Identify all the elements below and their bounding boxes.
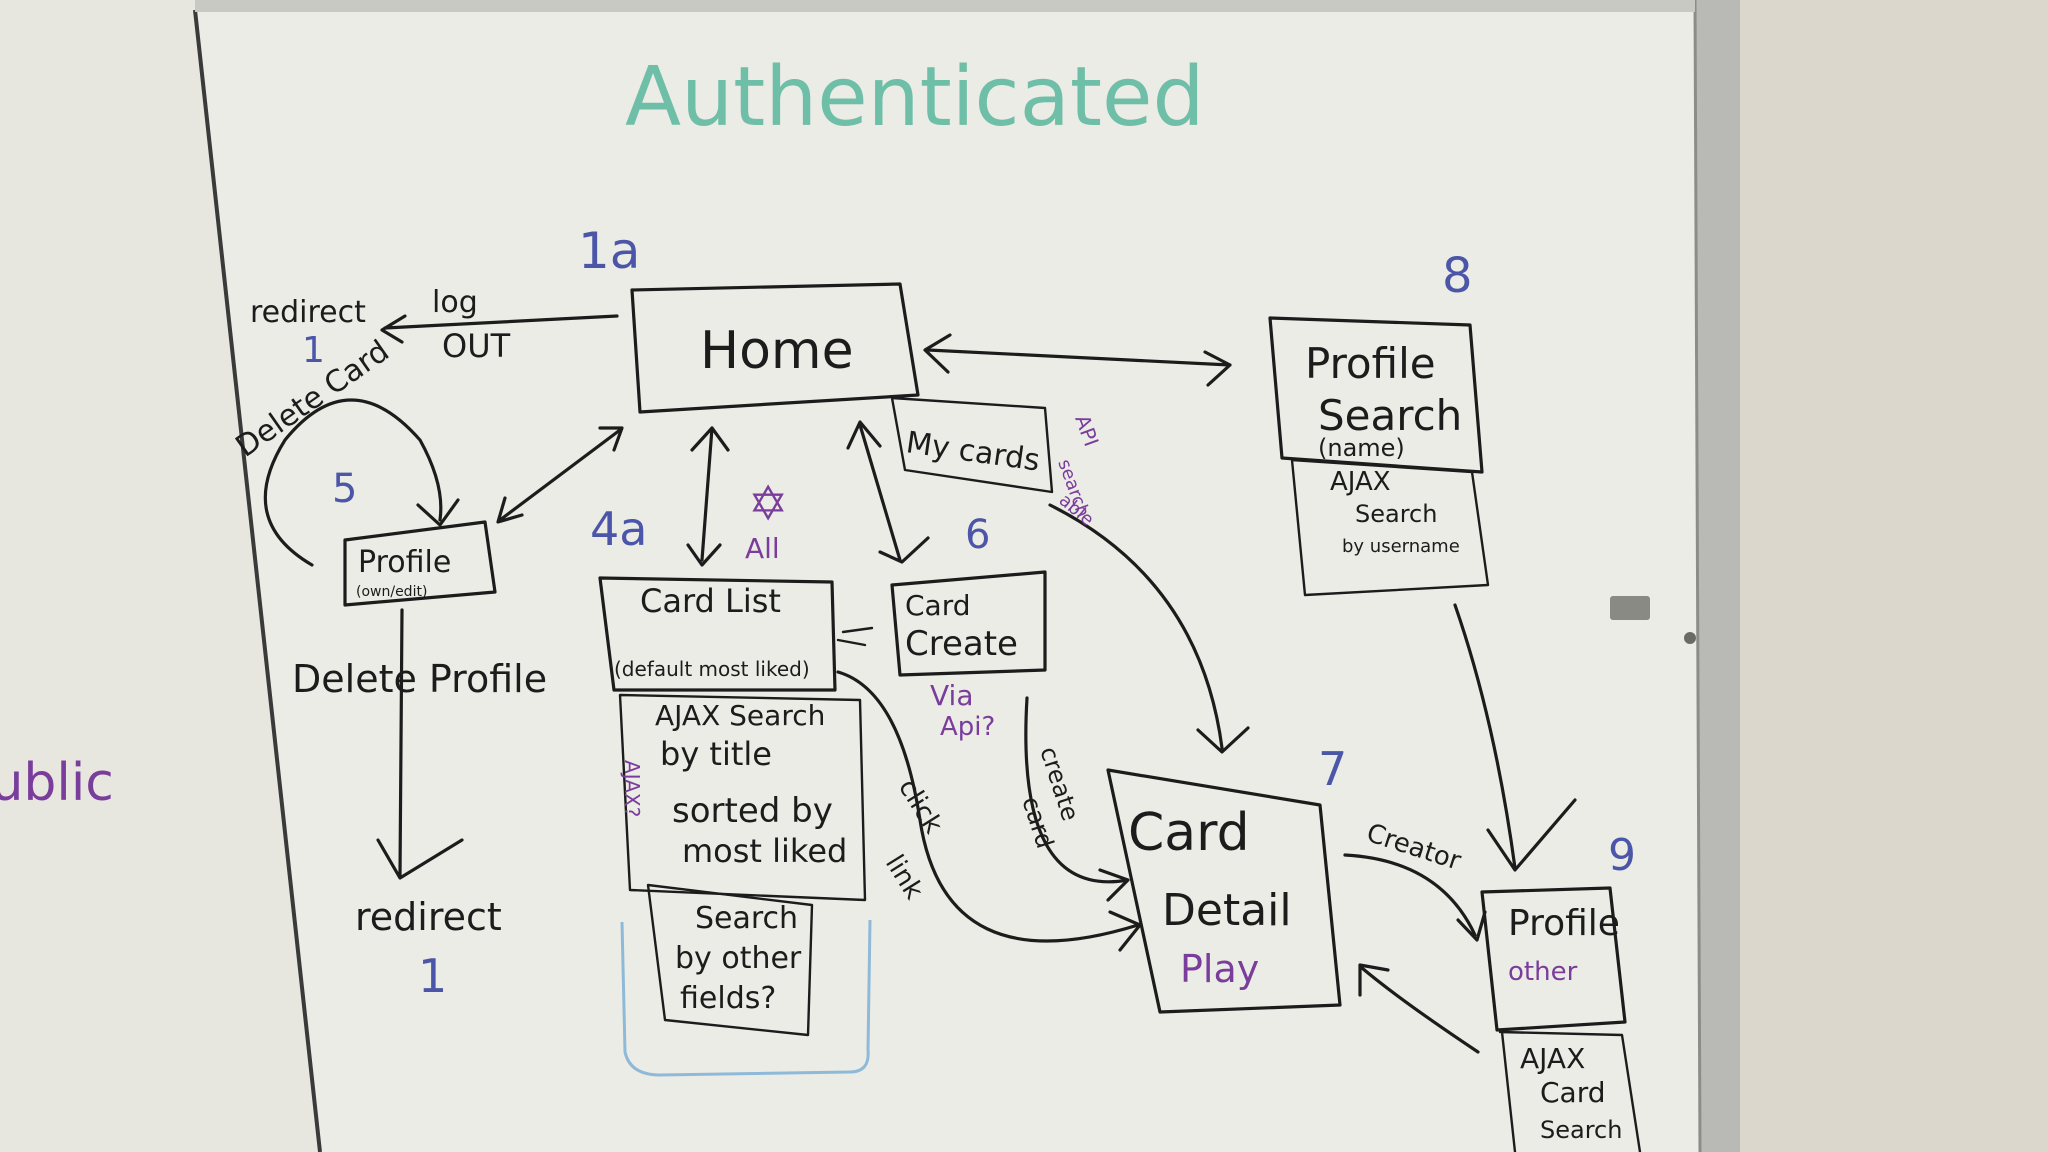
card-list-line1: Card List bbox=[640, 582, 781, 620]
board-frame-right bbox=[1695, 0, 1740, 1152]
card-list-number: 4a bbox=[590, 502, 647, 556]
home-profile-own-arrow bbox=[496, 426, 624, 524]
profile-other-ajax2: Card bbox=[1540, 1076, 1606, 1109]
profile-search-ajax2: Search bbox=[1355, 500, 1437, 528]
card-list-other1: Search bbox=[695, 901, 798, 936]
profile-other-box bbox=[1480, 886, 1627, 1032]
card-list-other2: by other bbox=[675, 941, 802, 976]
card-create-line1: Card bbox=[905, 589, 971, 622]
all-star: ✡ bbox=[748, 476, 788, 532]
card-detail-line1: Card bbox=[1128, 803, 1250, 863]
card-create-line2: Create bbox=[905, 624, 1018, 664]
card-list-ajax-box bbox=[618, 693, 867, 902]
other-to-detail-arrow bbox=[1358, 963, 1480, 1054]
delete-profile-label: Delete Profile bbox=[292, 657, 547, 701]
board-top-frame bbox=[195, 0, 1695, 12]
card-create-to-detail-arrow bbox=[1024, 696, 1130, 902]
home-profile-search-arrow bbox=[923, 333, 1232, 387]
profile-other-ajax3: Search bbox=[1540, 1116, 1622, 1144]
card-detail-line2: Detail bbox=[1162, 885, 1292, 936]
profile-search-ajax-box bbox=[1290, 458, 1490, 597]
home-box bbox=[630, 282, 920, 414]
profile-own-box bbox=[343, 520, 497, 607]
card-list-ajax-q: AJAX? bbox=[620, 760, 644, 817]
profile-search-to-other-arrow bbox=[1453, 603, 1577, 872]
left-board-panel bbox=[0, 0, 320, 1152]
detail-to-other-arrow bbox=[1343, 853, 1487, 942]
delete-card-loop bbox=[263, 398, 460, 567]
redirect-top-number: 1 bbox=[302, 330, 325, 371]
card-list-ajax2: by title bbox=[660, 735, 772, 773]
profile-other-line1: Profile bbox=[1508, 903, 1620, 944]
out-label: OUT bbox=[442, 327, 511, 365]
profile-own-number: 5 bbox=[332, 466, 357, 512]
card-list-line2: (default most liked) bbox=[614, 657, 810, 681]
card-detail-number: 7 bbox=[1318, 742, 1347, 796]
all-label: All bbox=[745, 532, 780, 565]
redirect-bottom-number: 1 bbox=[418, 949, 447, 1003]
magnet bbox=[1610, 596, 1650, 620]
card-list-ajax4: most liked bbox=[682, 832, 847, 870]
whiteboard-surface bbox=[0, 0, 1735, 1152]
log-label: log bbox=[432, 285, 478, 320]
redirect-top-label: redirect bbox=[250, 295, 366, 330]
my-cards-to-detail-arrow bbox=[1048, 503, 1250, 754]
diagram-title: Authenticated bbox=[625, 50, 1205, 145]
card-list-other3: fields? bbox=[680, 981, 776, 1016]
profile-search-number: 8 bbox=[1442, 248, 1473, 304]
home-card-list-arrow bbox=[686, 426, 730, 567]
profile-search-ajax1: AJAX bbox=[1330, 467, 1391, 497]
card-create-box bbox=[890, 570, 1047, 677]
profile-search-ajax3: by username bbox=[1342, 536, 1460, 557]
via-api-label2: Api? bbox=[940, 712, 995, 742]
via-api-label1: Via bbox=[930, 679, 973, 712]
profile-own-line1: Profile bbox=[358, 545, 451, 580]
home-card-create-arrow bbox=[846, 420, 930, 564]
home-label: Home bbox=[700, 321, 854, 381]
delete-profile-arrow bbox=[376, 608, 464, 880]
profile-search-line2: Search bbox=[1318, 391, 1462, 440]
card-list-create-arrow bbox=[836, 626, 874, 647]
card-create-number: 6 bbox=[965, 512, 990, 558]
board-seam bbox=[193, 9, 322, 1152]
home-number: 1a bbox=[578, 222, 640, 280]
profile-other-number: 9 bbox=[1608, 830, 1636, 881]
future-bracket bbox=[620, 919, 872, 1077]
profile-search-box bbox=[1268, 316, 1484, 474]
card-detail-box bbox=[1106, 768, 1342, 1014]
card-detail-line3: Play bbox=[1180, 947, 1259, 991]
profile-search-line1: Profile bbox=[1305, 339, 1436, 388]
profile-own-line2: (own/edit) bbox=[356, 584, 427, 600]
card-list-ajax3: sorted by bbox=[672, 791, 833, 831]
profile-other-ajax-box bbox=[1498, 1030, 1642, 1152]
card-list-other-box bbox=[646, 883, 814, 1037]
card-list-box bbox=[598, 576, 837, 692]
margin-note: Public bbox=[0, 753, 114, 813]
redirect-bottom-label: redirect bbox=[355, 895, 502, 939]
screw bbox=[1684, 632, 1696, 644]
board-frame-edge bbox=[1693, 0, 1702, 1152]
card-list-ajax1: AJAX Search bbox=[655, 699, 825, 732]
logout-arrow bbox=[380, 314, 619, 344]
profile-search-line3: (name) bbox=[1318, 434, 1405, 462]
profile-other-ajax1: AJAX bbox=[1520, 1042, 1585, 1075]
profile-other-line2: other bbox=[1508, 957, 1578, 987]
my-cards-box bbox=[890, 396, 1054, 494]
